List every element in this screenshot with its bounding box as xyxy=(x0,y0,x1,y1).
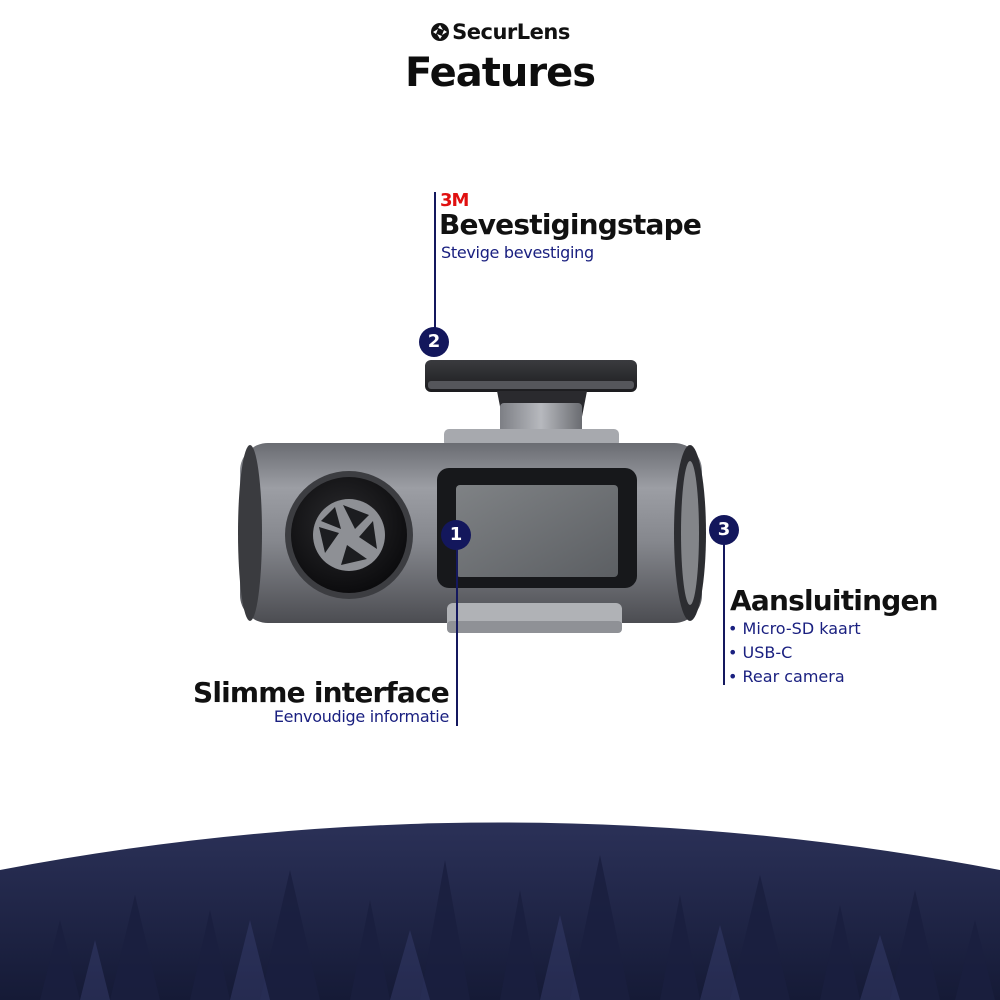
aperture-icon xyxy=(430,22,450,47)
aperture-icon xyxy=(313,499,385,571)
page-title: Features xyxy=(404,50,596,96)
ports-list: Micro-SD kaart USB-C Rear camera xyxy=(728,619,861,691)
feature-heading-interface: Slimme interface xyxy=(192,676,450,709)
forest-background xyxy=(0,822,1000,1000)
dashcam-image xyxy=(238,360,706,633)
list-item: USB-C xyxy=(728,643,861,667)
badge-3: 3 xyxy=(709,515,739,545)
badge-1: 1 xyxy=(441,520,471,550)
feature-heading-ports: Aansluitingen xyxy=(730,584,939,617)
list-item: Rear camera xyxy=(728,667,861,691)
feature-subtitle-tape: Stevige bevestiging xyxy=(441,243,594,262)
brand-name: SecurLens xyxy=(452,20,570,44)
brand-tag-3m: 3M xyxy=(440,190,469,211)
brand-logo: SecurLens xyxy=(0,20,1000,47)
feature-heading-tape: Bevestigingstape xyxy=(439,208,702,241)
badge-2: 2 xyxy=(419,327,449,357)
callout-line-3 xyxy=(723,543,725,685)
callout-line-1 xyxy=(456,548,458,726)
feature-subtitle-interface: Eenvoudige informatie xyxy=(273,707,449,726)
callout-line-2 xyxy=(434,192,436,334)
list-item: Micro-SD kaart xyxy=(728,619,861,643)
